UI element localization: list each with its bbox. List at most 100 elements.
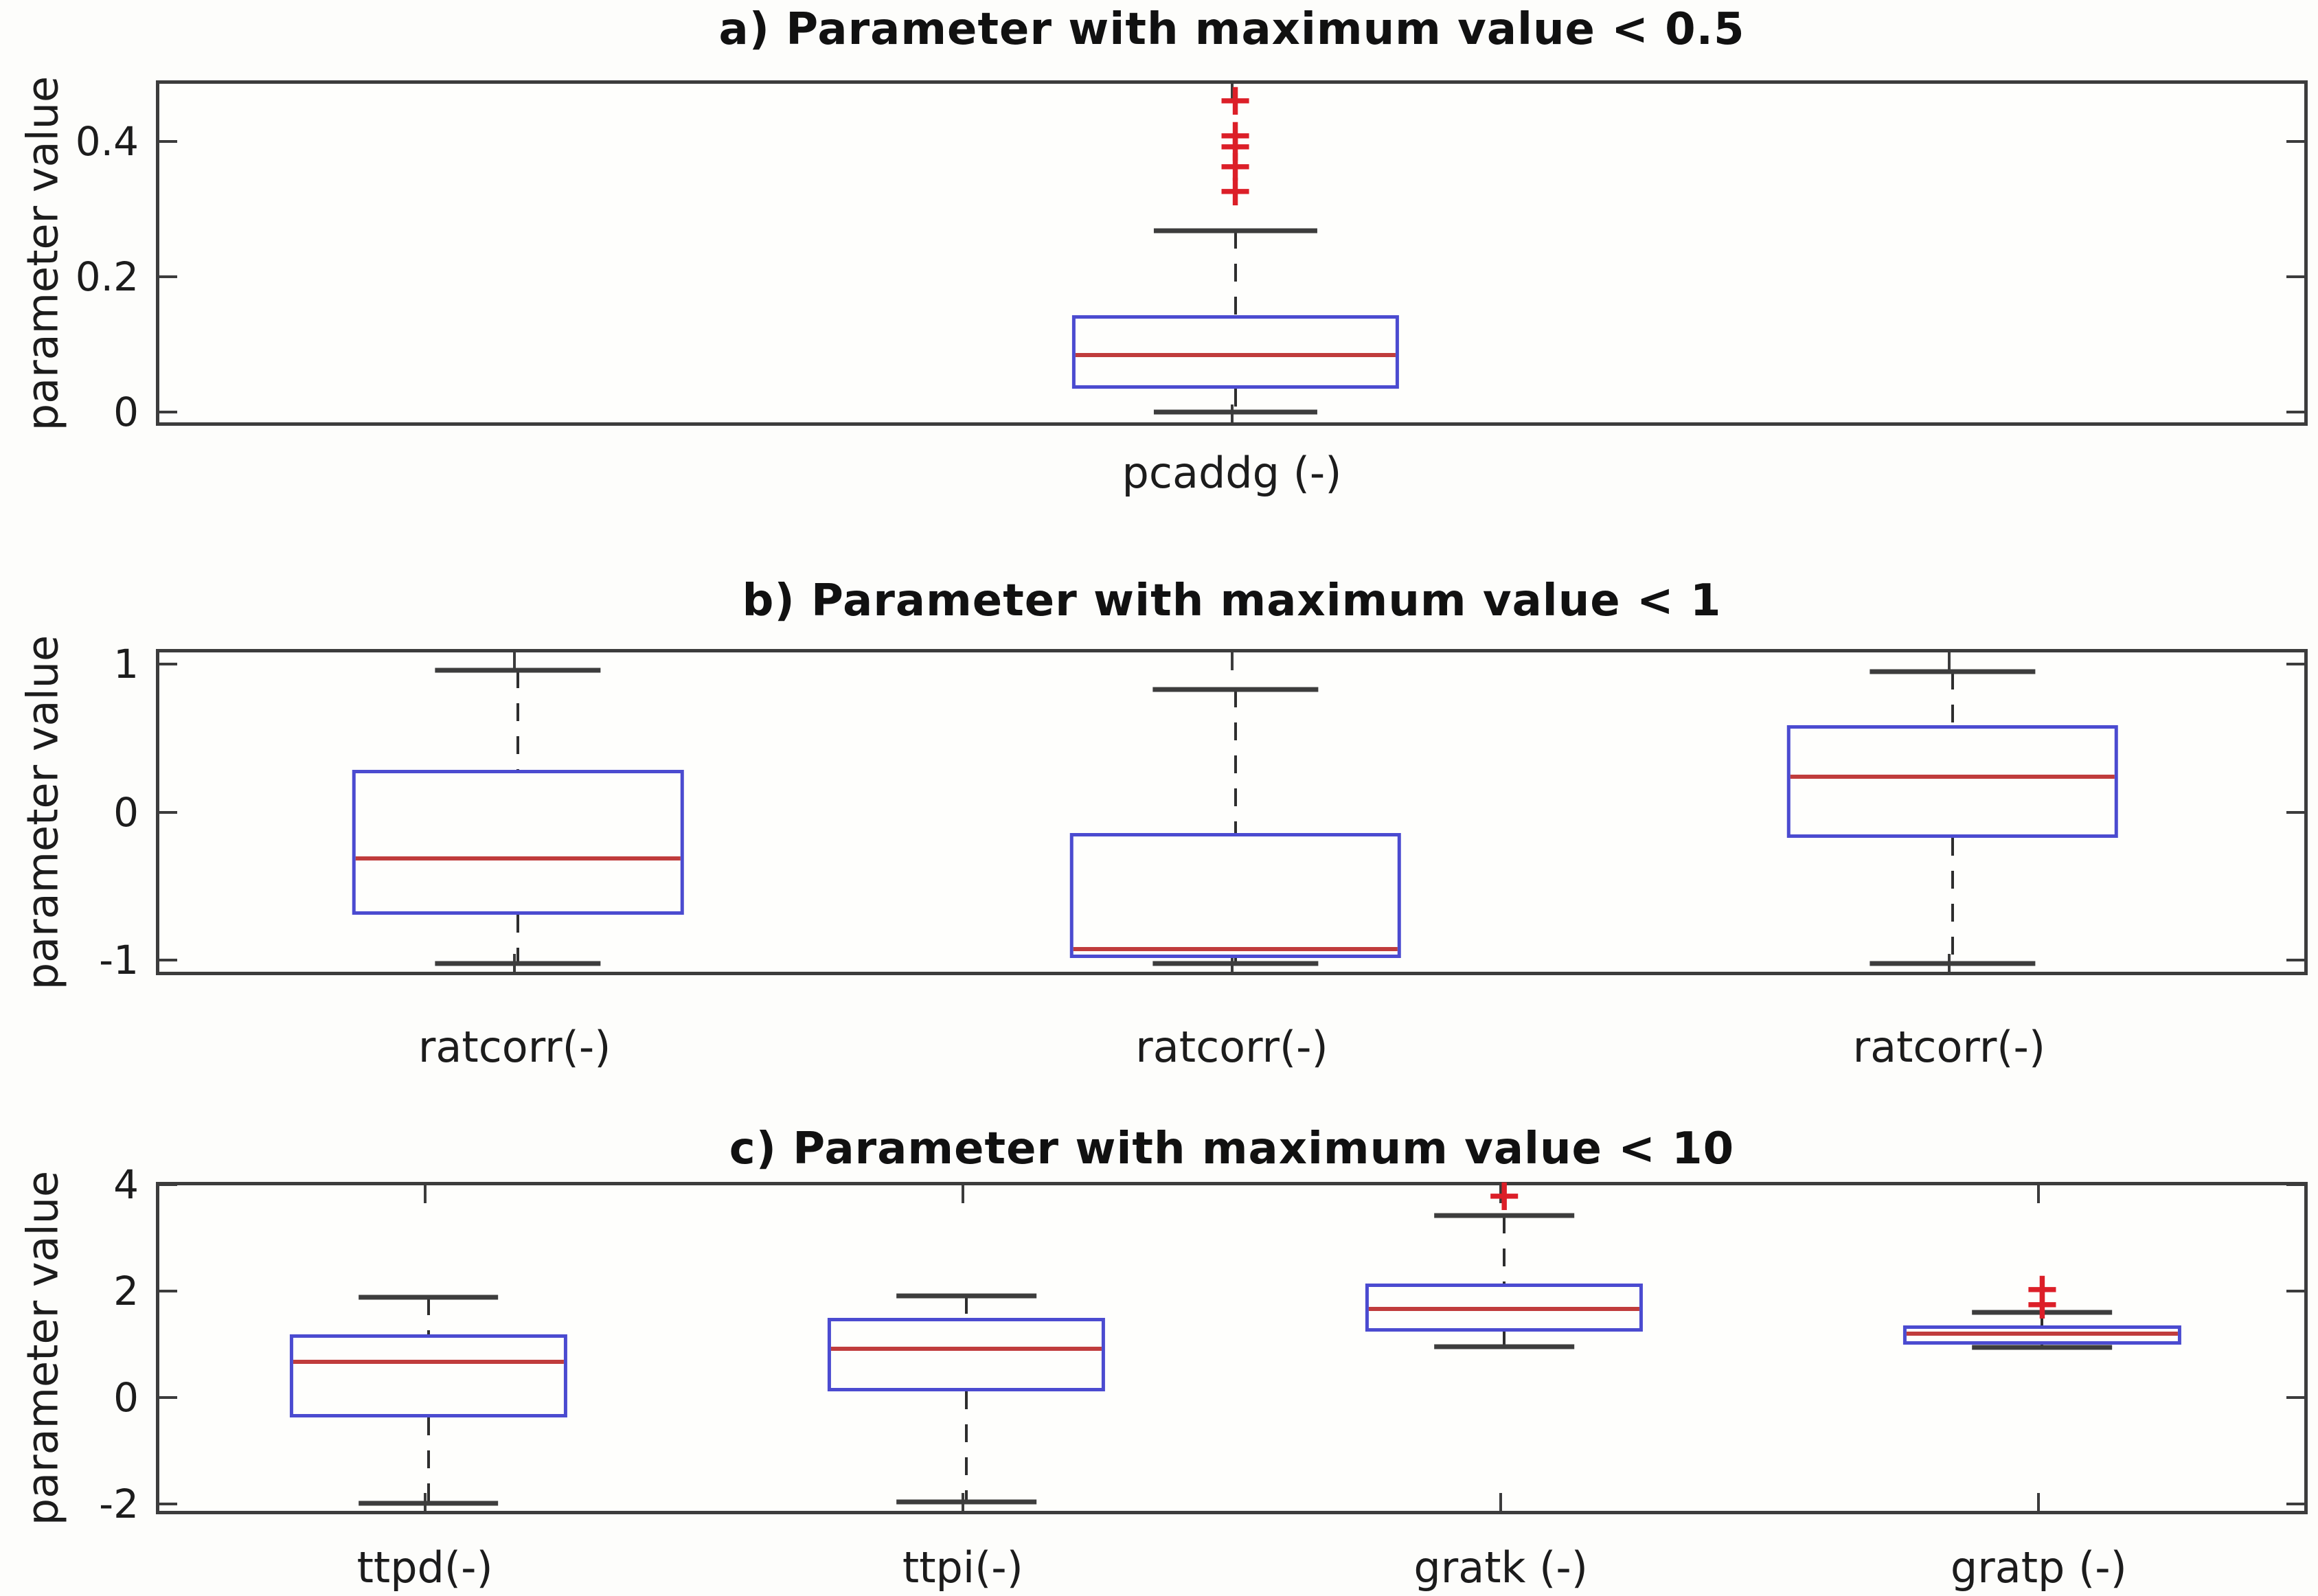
panel-c-y-axis-label: parameter value (17, 1170, 68, 1526)
upper-whisker (1234, 231, 1237, 316)
median-line (1075, 352, 1396, 357)
median-line (293, 1360, 564, 1365)
y-tick (2286, 1502, 2304, 1505)
y-tick (159, 1183, 177, 1186)
y-tick-label: 1 (113, 640, 139, 687)
lower-whisker (964, 1391, 968, 1502)
panel-b-title: b) Parameter with maximum value < 1 (742, 575, 1722, 626)
y-tick (2286, 139, 2304, 143)
lower-whisker (1951, 837, 1954, 964)
x-category-label: pcaddg (-) (1122, 448, 1342, 498)
y-tick-label: 0.2 (75, 253, 139, 301)
x-tick (2037, 1493, 2041, 1511)
upper-whisker (427, 1297, 430, 1334)
y-tick (2286, 1183, 2304, 1186)
upper-whisker (516, 670, 520, 770)
x-category-label: ratcorr(-) (1135, 1022, 1328, 1072)
y-tick-label: -1 (99, 937, 139, 984)
x-category-label: gratk (-) (1413, 1542, 1588, 1593)
y-tick-label: 0 (113, 788, 139, 836)
lower-whisker-cap (1972, 1345, 2113, 1350)
x-tick (961, 1185, 964, 1203)
y-tick-label: 0.4 (75, 117, 139, 165)
median-line (355, 856, 681, 861)
lower-whisker-cap (358, 1501, 499, 1506)
x-category-label: ratcorr(-) (418, 1022, 611, 1072)
upper-whisker-cap (435, 668, 601, 673)
y-tick (2286, 1395, 2304, 1399)
median-line (1369, 1307, 1640, 1312)
lower-whisker-cap (896, 1499, 1036, 1505)
lower-whisker (1503, 1331, 1506, 1347)
x-tick (1230, 84, 1234, 102)
lower-whisker-cap (1152, 961, 1319, 966)
upper-whisker-cap (1152, 687, 1319, 692)
x-category-label: gratp (-) (1950, 1542, 2127, 1593)
x-tick (1499, 1185, 1503, 1203)
upper-whisker (1951, 672, 1954, 725)
box (1069, 833, 1401, 958)
x-tick (423, 1185, 427, 1203)
y-tick (159, 662, 177, 665)
y-tick-label: 4 (113, 1161, 139, 1208)
lower-whisker-cap (1434, 1344, 1574, 1349)
y-tick-label: -2 (99, 1480, 139, 1527)
upper-whisker-cap (896, 1293, 1036, 1299)
box (352, 769, 684, 915)
y-tick (2286, 1289, 2304, 1292)
box (1786, 725, 2119, 838)
panel-a-title: a) Parameter with maximum value < 0.5 (718, 4, 1745, 55)
x-tick (1230, 652, 1234, 670)
panel-a-plot-area: +++++ (156, 78, 2308, 426)
y-tick-label: 0 (113, 1373, 139, 1421)
x-category-label: ttpd(-) (356, 1542, 493, 1593)
y-tick (2286, 411, 2304, 414)
median-line (830, 1346, 1102, 1351)
upper-whisker (964, 1296, 968, 1318)
box (1071, 315, 1399, 389)
upper-whisker-cap (1153, 228, 1317, 233)
lower-whisker-cap (435, 961, 601, 966)
upper-whisker-cap (358, 1295, 499, 1300)
x-tick (1499, 1493, 1503, 1511)
y-tick (159, 959, 177, 962)
lower-whisker-cap (1153, 409, 1317, 415)
median-line (1790, 775, 2115, 779)
x-tick (513, 652, 516, 670)
lower-whisker (1234, 388, 1237, 413)
y-tick (2286, 275, 2304, 279)
y-tick (159, 1289, 177, 1292)
lower-whisker (427, 1417, 430, 1504)
y-tick (159, 1502, 177, 1505)
box (827, 1317, 1105, 1392)
y-tick (159, 810, 177, 814)
y-tick (159, 275, 177, 279)
upper-whisker-cap (1434, 1213, 1574, 1218)
median-line (1907, 1332, 2178, 1336)
y-tick-label: 0 (113, 389, 139, 436)
y-tick (2286, 959, 2304, 962)
y-tick (159, 139, 177, 143)
y-tick (159, 1395, 177, 1399)
lower-whisker (1234, 957, 1237, 964)
panel-c-plot-area: +++ (156, 1174, 2308, 1514)
upper-whisker (2041, 1312, 2044, 1325)
y-tick (2286, 810, 2304, 814)
y-tick-label: 2 (113, 1267, 139, 1314)
x-category-label: ratcorr(-) (1852, 1022, 2046, 1072)
lower-whisker-cap (1870, 961, 2036, 966)
panel-c-title: c) Parameter with maximum value < 10 (729, 1124, 1735, 1174)
y-tick (2286, 662, 2304, 665)
y-tick (159, 411, 177, 414)
box (289, 1334, 567, 1418)
panel-b-plot-area (156, 649, 2308, 975)
lower-whisker (516, 915, 520, 964)
median-line (1073, 946, 1398, 951)
x-tick (1947, 652, 1951, 670)
upper-whisker-cap (1870, 669, 2036, 674)
x-category-label: ttpi(-) (902, 1542, 1023, 1593)
upper-whisker-cap (1972, 1310, 2113, 1315)
x-tick (2037, 1185, 2041, 1203)
upper-whisker (1234, 689, 1237, 834)
